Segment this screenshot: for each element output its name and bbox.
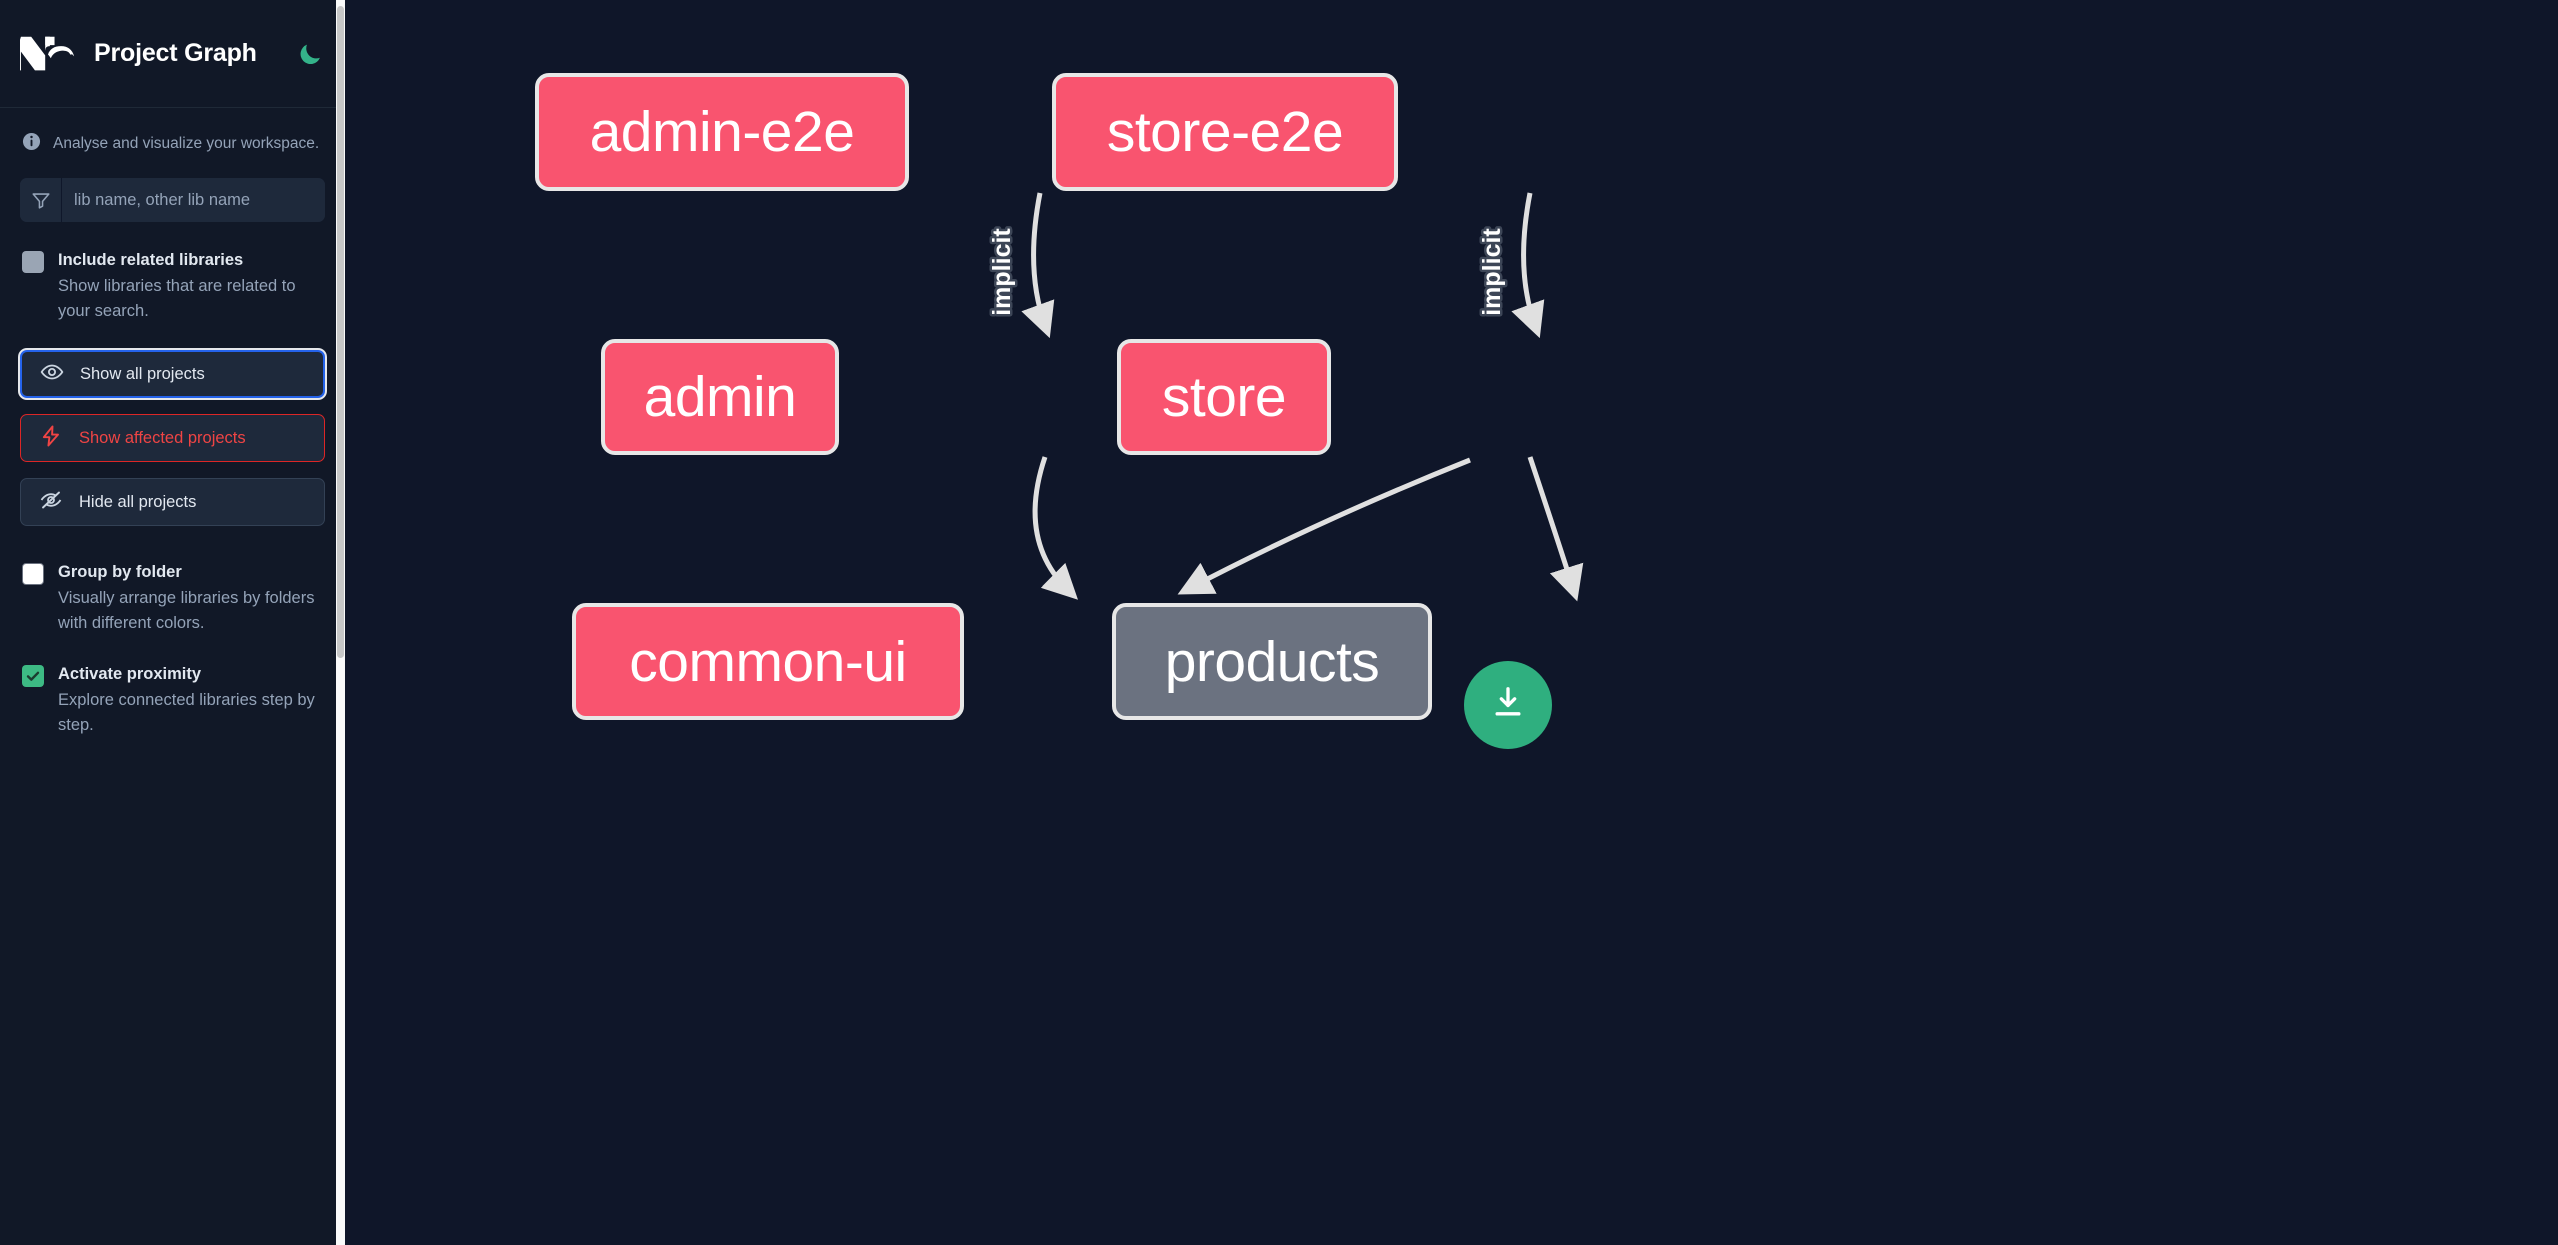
checkbox-activate-proximity[interactable] xyxy=(22,665,44,688)
graph-canvas[interactable]: implicit implicit admin-e2e store-e2e ad… xyxy=(345,0,2558,1245)
checkbox-group-by-folder[interactable] xyxy=(22,563,44,586)
node-label: store xyxy=(1161,365,1287,429)
graph-node-store[interactable]: store xyxy=(1117,339,1331,455)
show-affected-projects-button[interactable]: Show affected projects xyxy=(20,414,325,463)
visibility-button-group: Show all projects Show affected projects xyxy=(20,350,325,527)
edge-store-e2e-to-store xyxy=(1511,192,1545,339)
download-button[interactable] xyxy=(1464,661,1552,749)
button-label: Hide all projects xyxy=(79,492,197,511)
edge-label-implicit-admin: implicit xyxy=(988,228,1016,316)
info-icon xyxy=(22,132,41,156)
edge-label-implicit-store: implicit xyxy=(1478,228,1506,316)
sidebar: Project Graph Analyse and visualize your… xyxy=(0,0,345,1245)
edge-store-to-products xyxy=(1527,456,1584,602)
node-label: admin xyxy=(643,365,797,429)
edge-store-to-common-ui xyxy=(1177,457,1471,595)
filter-icon[interactable] xyxy=(20,178,62,222)
hide-all-projects-button[interactable]: Hide all projects xyxy=(20,478,325,527)
node-label: store-e2e xyxy=(1106,100,1344,164)
sidebar-scrollbar[interactable] xyxy=(336,0,345,1245)
option-desc: Show libraries that are related to your … xyxy=(58,276,296,320)
eye-icon xyxy=(40,360,64,389)
button-label: Show all projects xyxy=(80,364,205,383)
sidebar-header: Project Graph xyxy=(0,0,345,108)
graph-node-common-ui[interactable]: common-ui xyxy=(572,603,964,720)
tagline-text: Analyse and visualize your workspace. xyxy=(53,135,320,152)
search-input[interactable] xyxy=(62,178,325,222)
page-title: Project Graph xyxy=(94,39,257,67)
show-all-projects-button[interactable]: Show all projects xyxy=(20,350,325,399)
option-desc: Explore connected libraries step by step… xyxy=(58,690,315,734)
sidebar-scrollbar-thumb[interactable] xyxy=(337,6,344,658)
node-label: admin-e2e xyxy=(589,100,855,164)
option-title: Group by folder xyxy=(58,563,182,582)
graph-node-admin-e2e[interactable]: admin-e2e xyxy=(535,73,909,191)
node-label: products xyxy=(1164,629,1380,694)
graph-edges: implicit implicit xyxy=(986,192,1584,602)
edge-admin-e2e-to-admin xyxy=(1021,192,1055,339)
option-activate-proximity[interactable]: Activate proximity Explore connected lib… xyxy=(20,658,325,738)
eye-slash-icon xyxy=(39,488,63,517)
download-icon xyxy=(1488,683,1528,728)
graph-node-products[interactable]: products xyxy=(1112,603,1432,720)
sidebar-body: Analyse and visualize your workspace. In… xyxy=(0,108,345,738)
option-group-by-folder[interactable]: Group by folder Visually arrange librari… xyxy=(20,556,325,636)
checkbox-include-related[interactable] xyxy=(22,251,44,273)
nx-logo-icon xyxy=(10,33,76,75)
node-label: common-ui xyxy=(629,629,907,694)
graph-node-store-e2e[interactable]: store-e2e xyxy=(1052,73,1398,191)
bolt-icon xyxy=(39,424,63,453)
option-include-related[interactable]: Include related libraries Show libraries… xyxy=(20,244,325,324)
moon-icon[interactable] xyxy=(295,39,325,69)
edge-admin-to-common-ui xyxy=(1032,456,1078,600)
option-title: Include related libraries xyxy=(58,251,244,269)
tagline: Analyse and visualize your workspace. xyxy=(20,108,325,178)
option-desc: Visually arrange libraries by folders wi… xyxy=(58,588,315,632)
option-title: Activate proximity xyxy=(58,665,202,684)
search-row xyxy=(20,178,325,222)
button-label: Show affected projects xyxy=(79,428,246,447)
graph-node-admin[interactable]: admin xyxy=(601,339,839,455)
